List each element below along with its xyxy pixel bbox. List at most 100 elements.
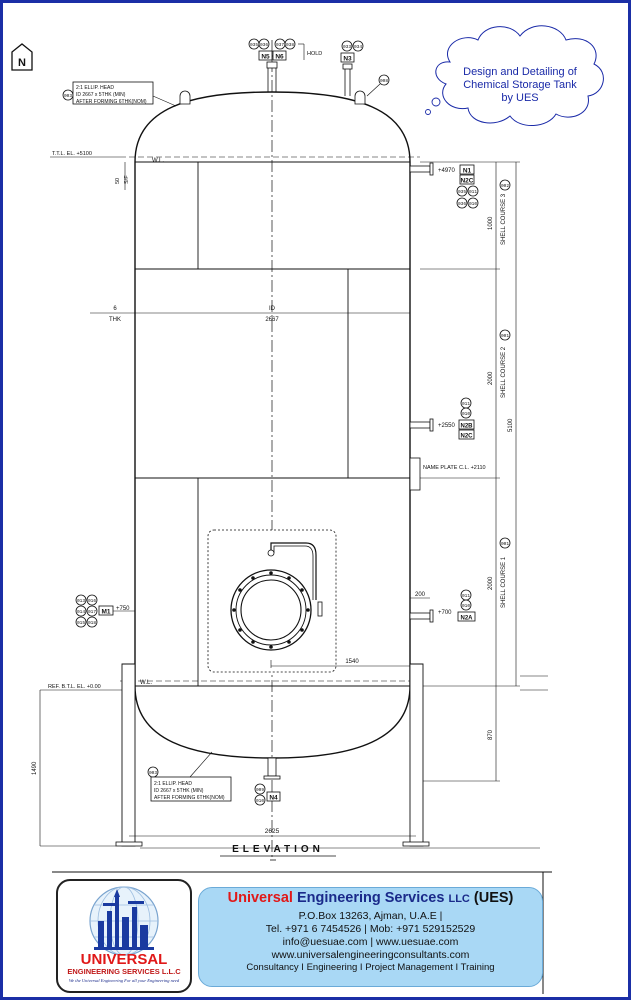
company-logo: UNIVERSAL ENGINEERING SERVICES L.L.C We …	[56, 879, 192, 993]
course-ref: 002	[501, 183, 509, 189]
sf-label: S/F	[124, 175, 130, 184]
nozzle-ref: 011	[469, 189, 477, 195]
manhole-m1: 1540	[207, 529, 420, 673]
manhole-elevation: +750	[116, 606, 130, 612]
nozzle-tag: N2A	[460, 616, 473, 622]
shell-course-3-dim: 1000 SHELL COURSE 3 002	[488, 179, 511, 245]
manhole-ref: 013	[77, 598, 85, 604]
note-ref: 003	[64, 93, 72, 99]
leg-height: 1490	[32, 761, 38, 775]
nozzle-tag: N5	[261, 54, 270, 61]
company-llc: LLC	[448, 893, 470, 905]
address-line: P.O.Box 13263, Ajman, U.A.E |	[298, 910, 443, 922]
nozzle-tag: N2B	[460, 424, 473, 430]
note-line: AFTER FORMING 6THK(NOM)	[154, 795, 225, 801]
view-title: ELEVATION	[232, 844, 324, 855]
callout-cloud	[425, 25, 604, 126]
head-top-note: 003 2:1 ELLIP. HEAD ID 2667 x 5THK (MIN)…	[62, 81, 177, 107]
nozzle-ref: 033	[343, 44, 351, 50]
company-name: Universal Engineering Services LLC (UES)	[199, 890, 542, 906]
company-abbr: (UES)	[469, 890, 514, 906]
manhole-offset: 1540	[345, 659, 359, 665]
skirt-dim: 870	[488, 729, 494, 740]
nozzle-tag: N2C	[460, 434, 473, 440]
nozzle-elevation: +700	[438, 610, 452, 616]
north-label: N	[18, 57, 26, 69]
nozzle-n2b: +2550 011 010 N2B N2C	[409, 397, 475, 440]
hold-label: HOLD	[307, 51, 322, 57]
top-nozzles-right: 033 034 N3	[340, 40, 364, 96]
nozzle-elevation: +4970	[438, 168, 456, 174]
services-line: Consultancy I Engineering I Project Mana…	[246, 962, 495, 973]
name-plate-label: NAME PLATE C.L. +2110	[423, 465, 486, 471]
head-bottom-note: 003 2:1 ELLIP. HEAD ID 2667 x 5THK (MIN)…	[147, 751, 232, 802]
nozzle-n1: +4970 N1 N2C 035 011 036 010	[409, 162, 479, 209]
course-height: 2000	[488, 371, 494, 385]
manhole-ref: 017	[88, 609, 96, 615]
course-height: 2000	[488, 576, 494, 590]
course-height: 1000	[488, 216, 494, 230]
btl-elevation: REF. B.T.L. EL. +0.00	[48, 684, 101, 690]
nozzle-ref: 035	[458, 189, 466, 195]
lifting-lug-ref: 008	[380, 78, 388, 84]
nozzle-ref: 010	[469, 201, 477, 207]
callout-text: Design and Detailing of Chemical Storage…	[450, 66, 590, 105]
nozzle-n2a: 200 +700 011 010 N2A	[409, 589, 476, 623]
nozzle-ref: 034	[354, 44, 362, 50]
thk-label: THK	[109, 317, 121, 323]
nozzle-ref: 035	[250, 42, 258, 48]
footer: UNIVERSAL ENGINEERING SERVICES L.L.C We …	[52, 876, 549, 994]
nozzle-tag: N1	[463, 168, 472, 175]
callout-line: Chemical Storage Tank	[463, 79, 577, 91]
note-line: 2:1 ELLIP. HEAD	[76, 85, 114, 91]
nozzle-ref: 011	[462, 593, 470, 599]
nozzle-ref: 009	[256, 787, 264, 793]
callout-line: by UES	[501, 92, 539, 104]
course-label: SHELL COURSE 3	[501, 193, 507, 245]
company-name-rest: Engineering Services	[292, 890, 449, 906]
thk-dim: 6	[113, 306, 117, 312]
contact-panel: Universal Engineering Services LLC (UES)…	[198, 887, 543, 987]
shell-course-2-dim: 2000 SHELL COURSE 2 001 5100	[488, 329, 514, 432]
nozzle-ref: 010	[462, 603, 470, 609]
nozzle-n4: 009 010 N4	[254, 757, 281, 806]
nozzle-tag: N3	[343, 56, 352, 63]
manhole-tag: M1	[101, 609, 110, 616]
note-line: AFTER FORMING 6THK(NOM)	[76, 99, 147, 105]
id-label: ID	[269, 306, 276, 312]
phone-line: Tel. +971 6 7454526 | Mob: +971 52915252…	[265, 923, 476, 935]
overall-height: 5100	[508, 418, 514, 432]
ttl-elevation: T.T.L. EL. +5100	[52, 151, 92, 157]
callout-line: Design and Detailing of	[463, 66, 577, 78]
sf-dim: 50	[115, 178, 121, 184]
nozzle-tag: N4	[269, 795, 278, 802]
logo-subtitle: ENGINEERING SERVICES L.L.C	[67, 967, 181, 976]
email-link[interactable]: info@uesuae.com | www.uesuae.com	[282, 936, 459, 948]
north-arrow-icon: N	[11, 43, 33, 71]
logo-tagline: We the Universal Engineering For all you…	[68, 978, 180, 983]
note-ref: 003	[149, 770, 157, 776]
note-line: ID 2667 x 5THK (MIN)	[76, 92, 126, 98]
top-nozzles-left: 035 036 037 038 N5 N6 HOLD	[248, 38, 322, 92]
top-head	[134, 91, 411, 163]
manhole-ref: 016	[88, 598, 96, 604]
course-label: SHELL COURSE 1	[501, 556, 507, 608]
leg-span: 2625	[265, 828, 280, 835]
company-name-red: Universal	[227, 890, 293, 906]
nozzle-ref: 037	[276, 42, 284, 48]
note-line: ID 2667 x 5THK (MIN)	[154, 788, 204, 794]
course-ref: 001	[501, 541, 509, 547]
manhole-ref: 014	[77, 609, 85, 615]
manhole-ref: 018	[88, 620, 96, 626]
nozzle-ref: 010	[256, 798, 264, 804]
website-link[interactable]: www.universalengineeringconsultants.com	[271, 949, 470, 961]
nozzle-elevation: +2550	[438, 423, 456, 429]
nozzle-tag: N2C	[460, 178, 473, 185]
nozzle-tag: N6	[275, 54, 284, 61]
course-label: SHELL COURSE 2	[501, 346, 507, 398]
globe-icon	[89, 886, 159, 956]
nozzle-ref: 038	[286, 42, 294, 48]
course-ref: 001	[501, 333, 509, 339]
